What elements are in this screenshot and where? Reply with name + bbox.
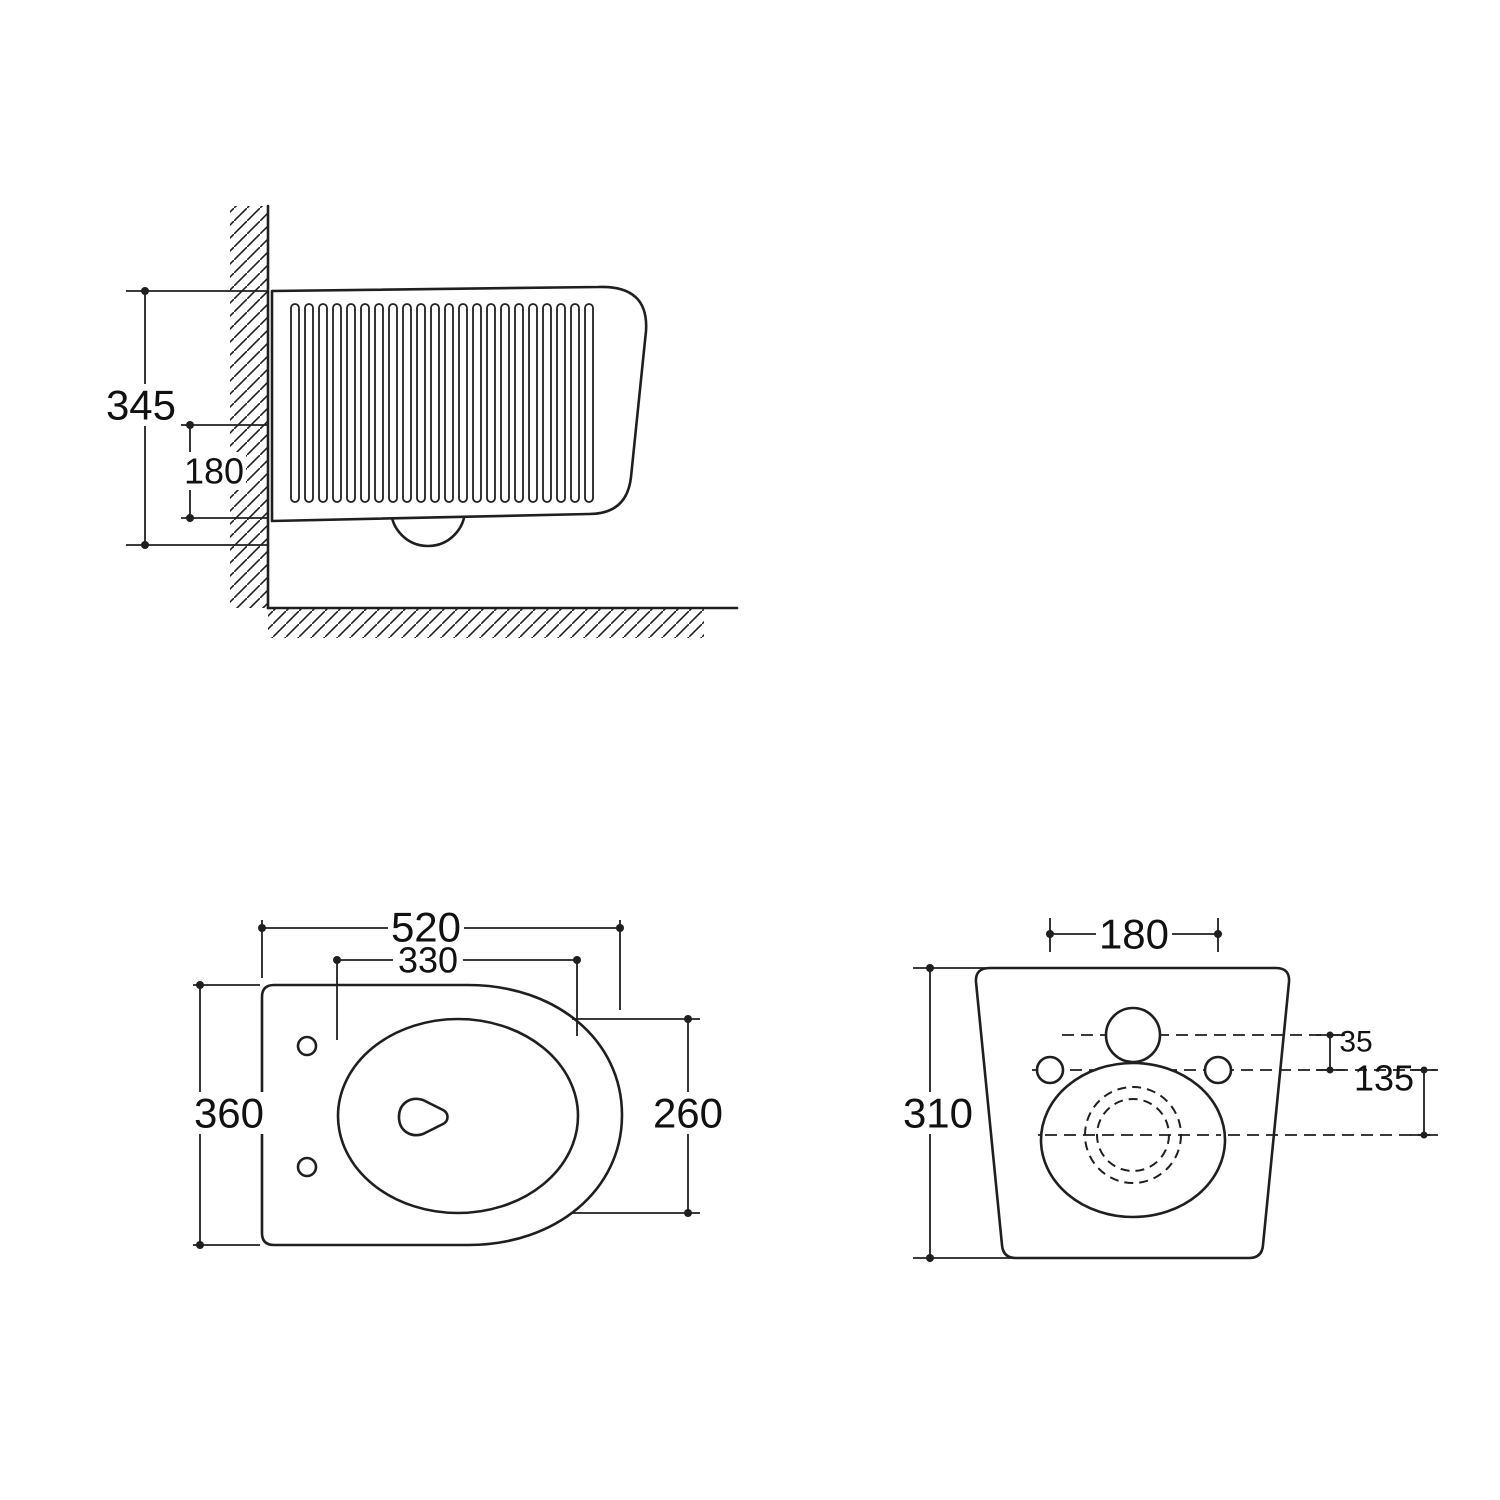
- wall-hatch: [230, 206, 268, 608]
- flush-keyhole: [397, 1097, 449, 1137]
- dim-label-35: 35: [1339, 1026, 1372, 1059]
- dim-label-330: 330: [398, 940, 458, 981]
- dim-fixing-to-outlet: 135: [1354, 1058, 1438, 1139]
- flute-texture: [288, 302, 596, 504]
- seat-opening: [336, 1017, 580, 1215]
- dim-dot: [258, 924, 266, 932]
- outlet-pipe-dashed-inner: [1096, 1098, 1170, 1172]
- label-bg: [650, 1092, 726, 1134]
- dim-dot: [141, 287, 149, 295]
- dim-fixing-spacing: 180: [1046, 911, 1222, 958]
- dim-dot: [196, 1241, 204, 1249]
- dim-dot: [1046, 930, 1054, 938]
- fixing-hole-left: [1035, 1055, 1065, 1085]
- outlet-boss: [1039, 1061, 1227, 1219]
- dim-label-345: 345: [106, 382, 176, 429]
- seat-hole: [296, 1035, 318, 1057]
- dim-dot: [196, 981, 204, 989]
- dim-dot: [684, 1015, 692, 1023]
- label-bg: [190, 1092, 268, 1134]
- dim-dot: [1420, 1066, 1428, 1074]
- plan-view: 520 330 360: [190, 904, 726, 1249]
- dim-dot: [1326, 1031, 1334, 1039]
- toilet-rear-outline: [974, 966, 1291, 1260]
- dim-overall-height: 345: [102, 287, 268, 549]
- dim-dot: [1420, 1131, 1428, 1139]
- label-bg: [102, 384, 180, 426]
- dim-label-180-side: 180: [184, 451, 244, 492]
- dim-dot: [1326, 1066, 1334, 1074]
- dim-label-260: 260: [653, 1090, 723, 1137]
- dim-dot: [1214, 930, 1222, 938]
- dim-dot: [141, 541, 149, 549]
- dim-dot: [186, 514, 194, 522]
- dim-rear-height: 310: [900, 964, 1014, 1262]
- dim-label-135: 135: [1354, 1058, 1414, 1099]
- dim-overall-width: 360: [190, 981, 268, 1249]
- label-bg: [393, 942, 463, 980]
- label-bg: [900, 1092, 978, 1134]
- dim-inlet-offset: 35: [1316, 1026, 1373, 1074]
- side-view: 345 180: [102, 204, 739, 638]
- dim-dot: [573, 956, 581, 964]
- outlet-pipe-dashed-outer: [1084, 1086, 1182, 1184]
- rear-view: 180 35 135 310: [900, 911, 1438, 1262]
- dim-dot: [616, 924, 624, 932]
- dim-label-180-rear: 180: [1099, 911, 1169, 958]
- toilet-plan-outline: [260, 983, 624, 1247]
- fixing-hole-right: [1203, 1055, 1233, 1085]
- dim-dot: [926, 964, 934, 972]
- water-inlet-hole: [1104, 1006, 1162, 1064]
- dim-opening-width: 260: [572, 1015, 726, 1217]
- dim-label-360: 360: [194, 1090, 264, 1137]
- floor-hatch: [268, 608, 704, 638]
- label-bg: [184, 452, 246, 490]
- dim-trap-height: 180: [181, 421, 268, 522]
- dim-dot: [684, 1209, 692, 1217]
- dim-opening-depth: 330: [333, 940, 581, 1040]
- dim-dot: [333, 956, 341, 964]
- dim-label-310: 310: [903, 1090, 973, 1137]
- dim-dot: [926, 1254, 934, 1262]
- seat-hole: [296, 1156, 318, 1178]
- dim-dot: [186, 421, 194, 429]
- label-bg: [388, 906, 464, 948]
- label-bg: [1096, 912, 1172, 954]
